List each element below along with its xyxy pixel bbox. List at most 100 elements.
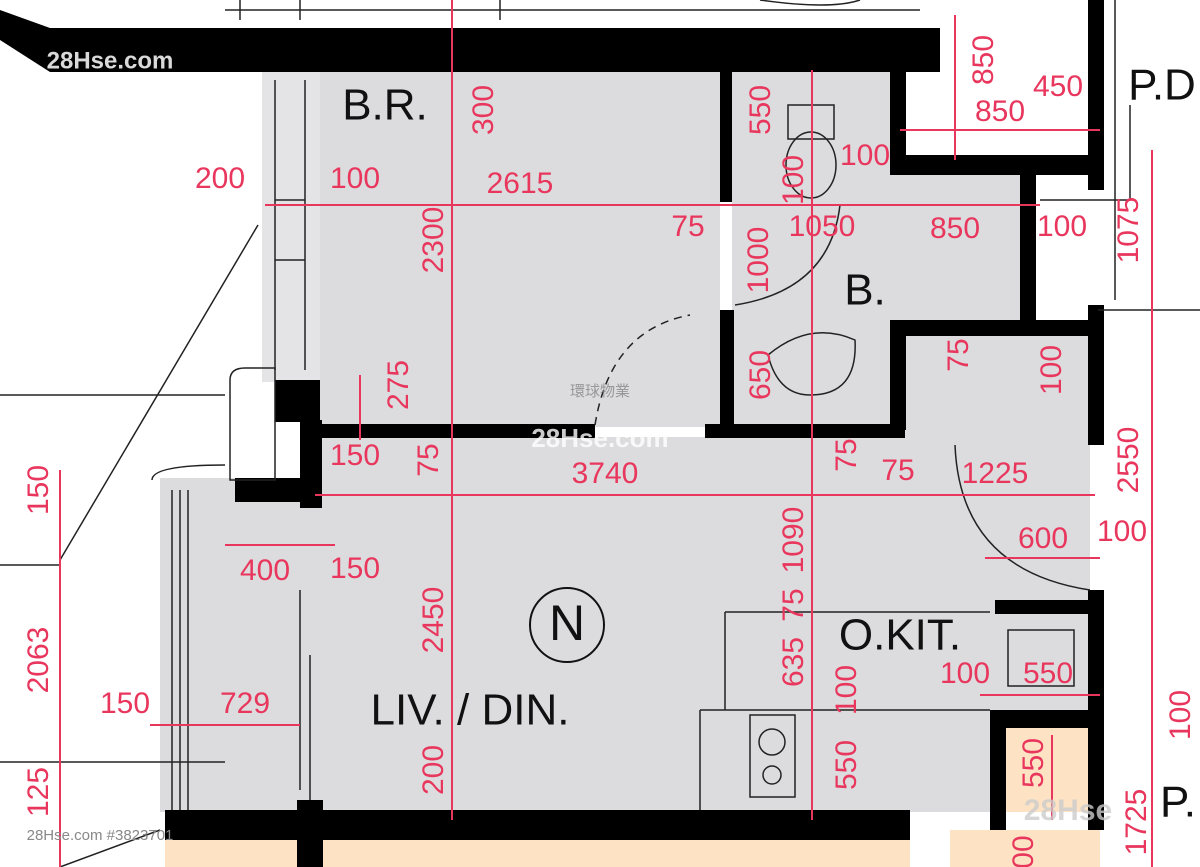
wall [300,424,595,438]
walls [0,0,1104,867]
dimension-label: 1225 [962,457,1029,490]
wall [1020,175,1036,325]
dimension-label: 200 [195,162,245,195]
pd-label: P.D [1128,61,1196,110]
watermark-bottom-left: 28Hse.com #3823701 [27,827,174,844]
wall [705,424,905,438]
balcony-rail [151,464,226,810]
kitchen-store-floor [1005,728,1090,812]
living-dining-label: LIV. / DIN. [371,686,570,735]
lower-unit-floor-2 [950,830,1100,867]
bedroom-floor [320,72,720,427]
dimension-label: 550 [1017,738,1050,788]
dimension-label: 300 [467,85,500,135]
wall [990,710,1090,728]
dimension-label: 2615 [487,167,554,200]
dimension-label: 3740 [572,457,639,490]
wall [890,155,1100,175]
dimension-label: 2550 [1112,427,1145,494]
balcony-floor [160,478,300,812]
washing-machine-icon [749,714,796,798]
washer-drum-2 [762,765,782,785]
wall [720,72,732,202]
north-marker-circle [529,587,605,663]
wall [235,478,305,502]
dimension-label: 100 [1164,690,1197,740]
dimension-label: 1050 [789,210,856,243]
bedroom-label: B.R. [342,81,428,130]
dimension-label: 75 [777,588,810,621]
dimension-label: 100 [940,657,990,690]
fixtures [151,0,1200,810]
wall [297,800,323,867]
dimension-label: 75 [830,438,863,471]
dimension-label: 75 [881,454,914,487]
dimension-label: 729 [220,687,270,720]
living-floor [300,437,1090,812]
dimension-label: 1075 [1112,197,1145,264]
dimension-label: 2450 [417,587,450,654]
dimension-label: 635 [777,637,810,687]
dimension-label: 450 [1033,70,1083,103]
watermark-center-chinese: 環球物業 [570,383,630,400]
wall [720,310,734,438]
entry-door-swing [954,444,1091,591]
north-marker: N [549,595,585,651]
dimension-label: 150 [330,439,380,472]
dimension-labels: 850 450 850 100 300 550 100 200 100 2615… [22,35,1197,867]
dimension-label: 550 [1023,657,1073,690]
dimension-label: 150 [330,552,380,585]
room-labels: B.R. B. O.KIT. LIV. / DIN. N P.D P. [342,61,1196,827]
dimension-label: 1000 [742,227,775,294]
open-kitchen-label: O.KIT. [839,611,961,660]
dimension-label: 75 [942,338,975,371]
leader-lines [0,105,1131,867]
leader-line [1040,105,1131,201]
watermark-bottom-right: 28Hse [1024,794,1112,827]
dimension-label: 200 [417,745,450,795]
wall [1088,305,1104,445]
watermark-center: 28Hse.com [531,423,668,453]
dimension-label: 1090 [777,507,810,574]
dimension-label: 2063 [22,627,55,694]
dimension-label: 1725 [1120,789,1153,856]
p-label: P. [1160,778,1196,827]
washer-drum [758,728,786,756]
stove-icon [1007,629,1075,687]
pipe-duct [229,367,276,481]
sink-icon [767,332,856,396]
dimension-label: 75 [671,210,704,243]
sliding-door [299,590,311,800]
top-wall [0,10,940,72]
wall [300,420,322,508]
door-swing [734,204,841,306]
dimension-label: 150 [100,687,150,720]
wall [275,380,320,422]
watermarks: 28Hse.com 環球物業 28Hse.com 28Hse.com #3823… [27,47,1113,844]
dimension-label: 150 [22,465,55,515]
watermark-top-left: 28Hse.com [47,47,174,74]
bottom-wall [165,810,910,840]
corridor-floor [892,175,1022,325]
wall [890,320,1090,336]
dimension-label: 100 [1037,210,1087,243]
wall [1088,590,1104,830]
dimension-label: 850 [967,35,1000,85]
counter-outline [699,611,990,810]
wall [995,600,1095,614]
dimension-label: 550 [830,740,863,790]
bathroom-label: B. [844,266,886,315]
dimension-label: 100 [840,139,890,172]
wall [1088,0,1104,190]
leader-line [59,224,259,561]
outline [1098,0,1200,311]
dimension-label: 100 [830,665,863,715]
dimension-label: 00 [1007,835,1040,867]
leader-line [59,829,161,867]
dimension-label: 125 [22,767,55,817]
dimension-label: 100 [1097,515,1147,548]
dimension-lines [59,0,1153,867]
wall [890,72,906,172]
